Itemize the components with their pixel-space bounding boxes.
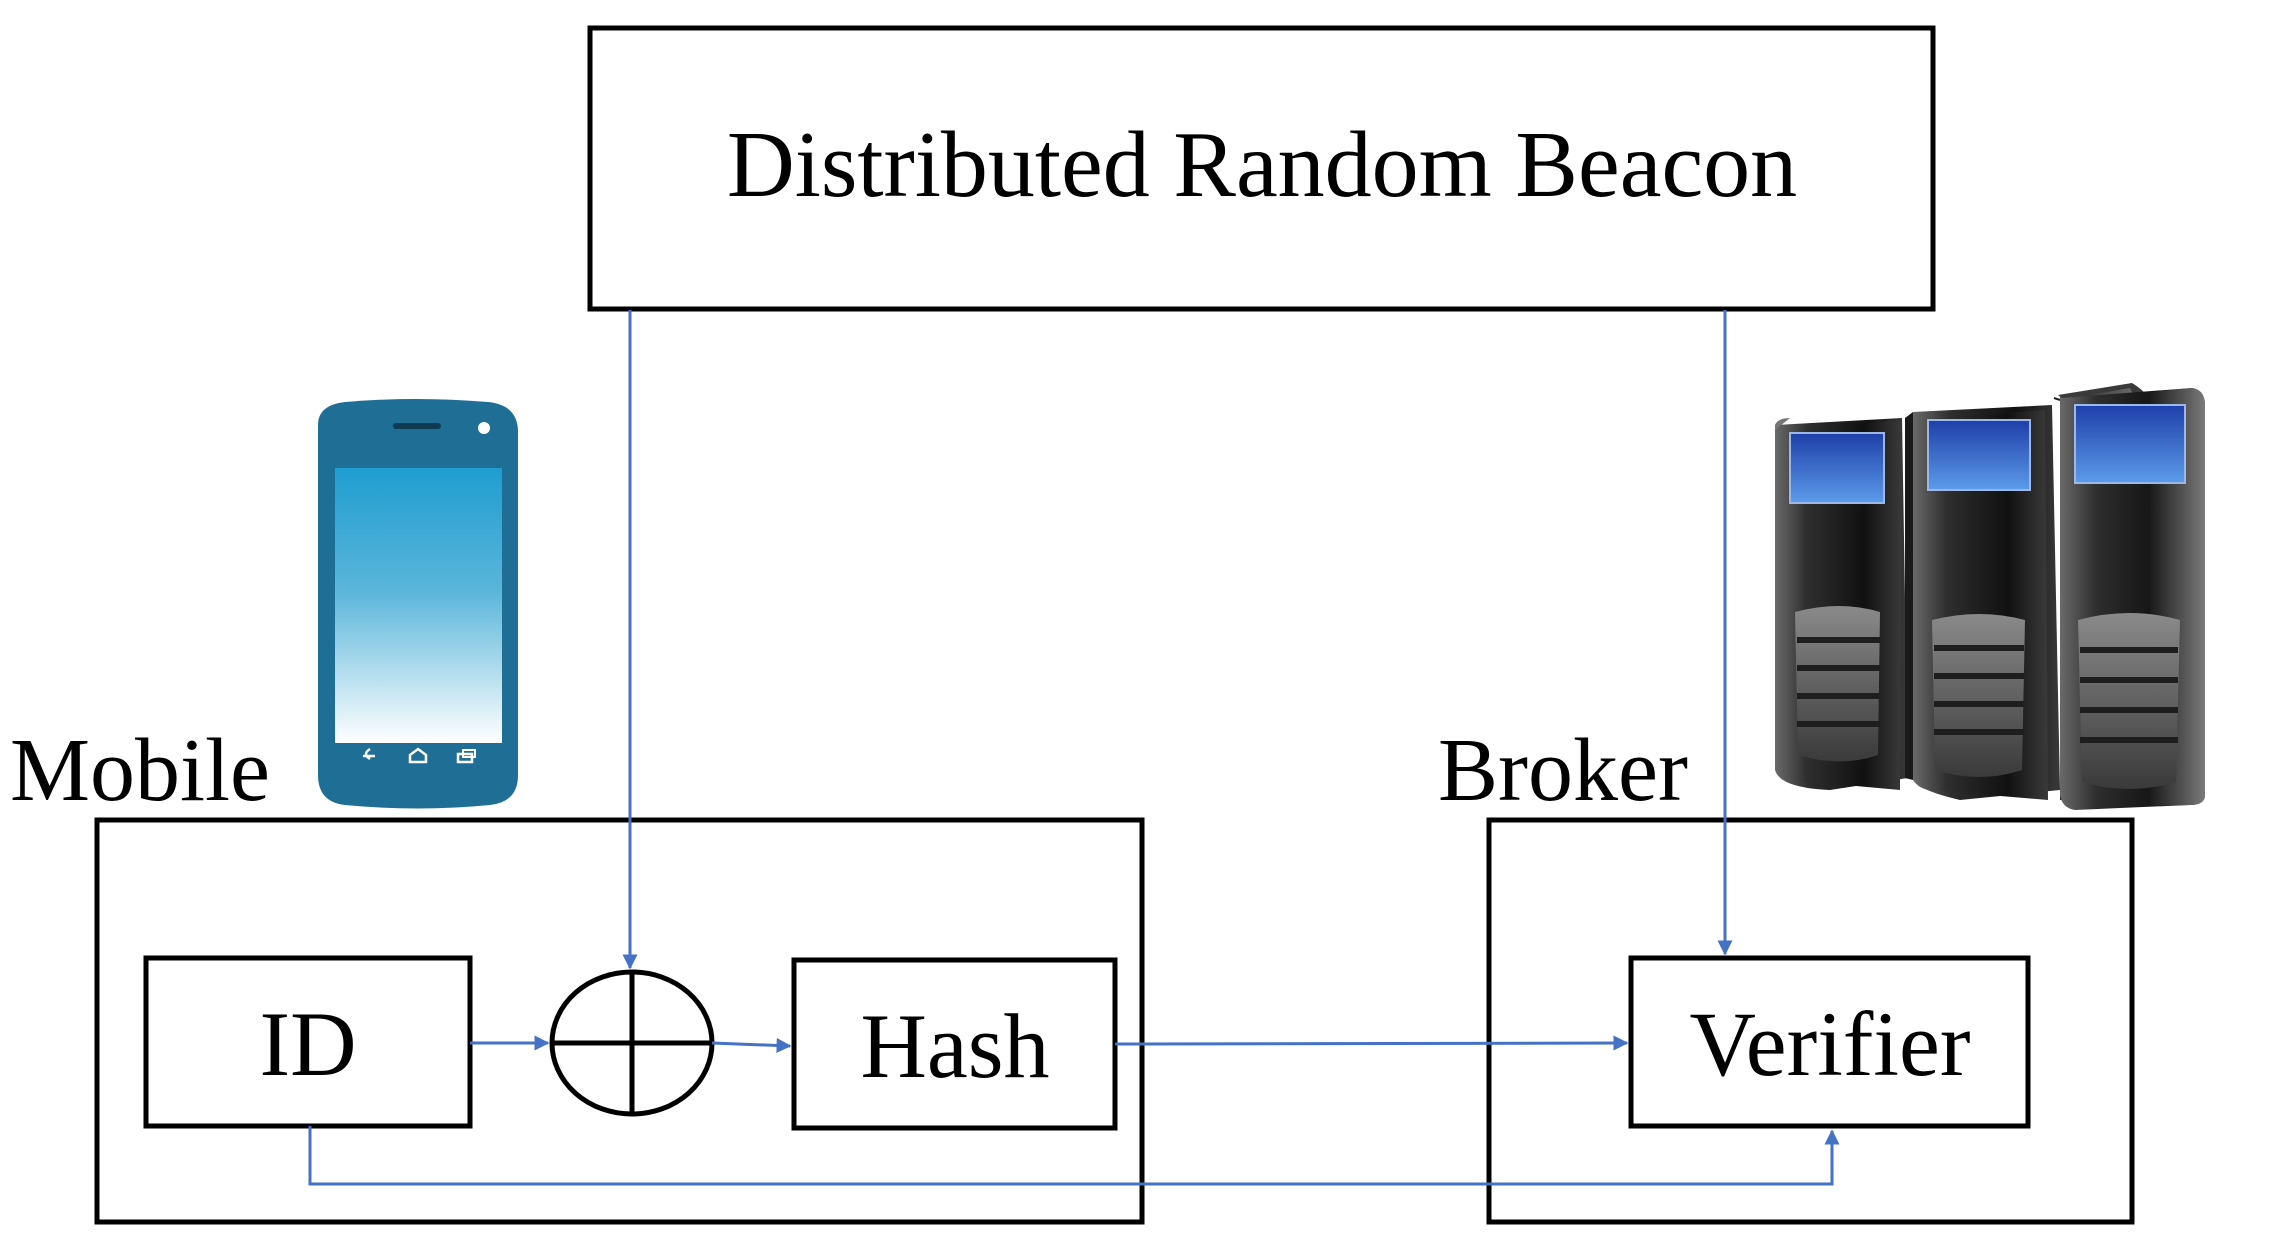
server-rack-icon bbox=[1775, 383, 2205, 810]
verifier-node: Verifier bbox=[1628, 955, 2031, 1129]
id-node: ID bbox=[143, 955, 473, 1129]
mobile-label: Mobile bbox=[10, 721, 270, 820]
hash-label: Hash bbox=[860, 995, 1049, 1097]
id-to-verifier-arrow bbox=[308, 1126, 1840, 1186]
smartphone-icon bbox=[318, 399, 518, 809]
verifier-label: Verifier bbox=[1690, 993, 1971, 1095]
hash-to-verifier-arrow bbox=[1114, 1035, 1629, 1051]
broker-label: Broker bbox=[1438, 721, 1688, 820]
hash-node: Hash bbox=[791, 957, 1118, 1131]
beacon-node: Distributed Random Beacon bbox=[587, 25, 1936, 312]
connections bbox=[308, 310, 1840, 1186]
id-label: ID bbox=[259, 993, 356, 1095]
beacon-label: Distributed Random Beacon bbox=[727, 113, 1797, 217]
xor-to-hash-arrow bbox=[711, 1037, 792, 1053]
xor-operator-icon bbox=[549, 969, 715, 1117]
